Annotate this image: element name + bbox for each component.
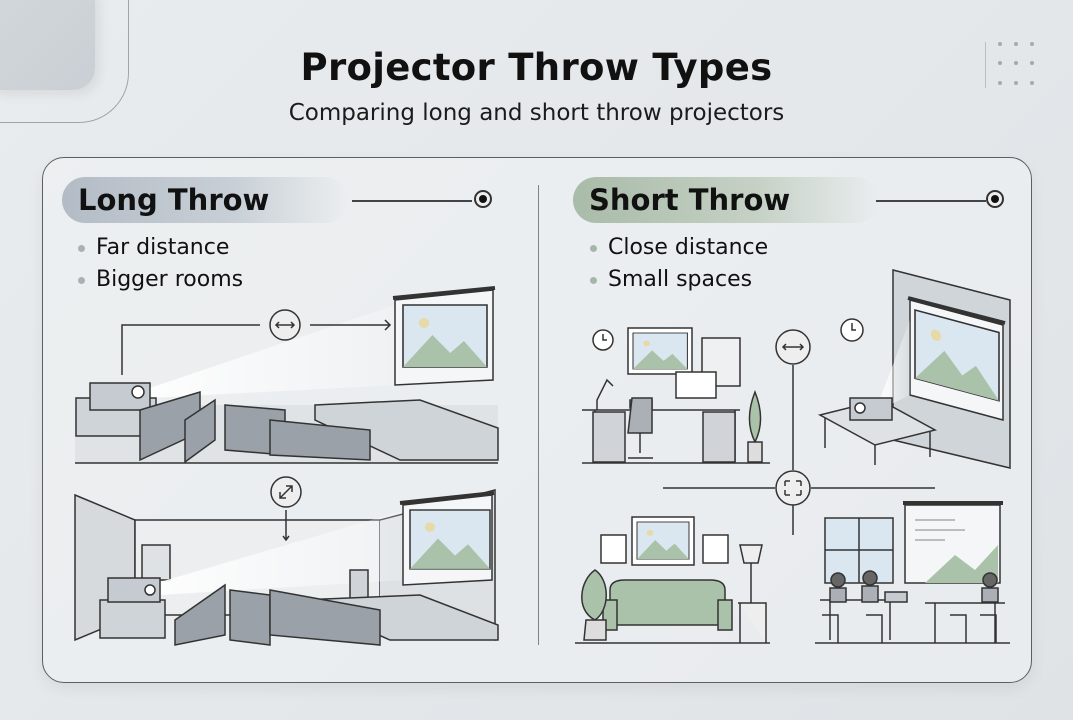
classroom-scene — [815, 501, 1010, 644]
home-office-scene — [582, 327, 770, 464]
bullet-item: Small spaces — [588, 264, 768, 296]
center-divider — [538, 185, 539, 645]
decorative-arc — [0, 0, 129, 123]
bullet-item: Close distance — [588, 232, 768, 264]
short-throw-heading: Short Throw — [573, 177, 879, 223]
lecture-hall-projector-scene — [75, 286, 499, 464]
connector-dot-icon — [986, 190, 1004, 208]
page-subtitle: Comparing long and short throw projector… — [288, 100, 785, 126]
expand-icon — [775, 470, 811, 506]
short-throw-bullets: Close distance Small spaces — [588, 232, 768, 296]
page-title: Projector Throw Types — [300, 46, 773, 89]
decorative-dots — [998, 42, 1038, 90]
connector-line — [876, 200, 986, 202]
short-throw-table-projector-scene — [817, 269, 1011, 469]
bullet-item: Far distance — [76, 232, 243, 264]
decorative-line — [985, 42, 986, 88]
bullet-item: Bigger rooms — [76, 264, 243, 296]
living-room-scene — [575, 516, 770, 644]
connector-line — [352, 200, 472, 202]
long-throw-bullets: Far distance Bigger rooms — [76, 232, 243, 296]
auditorium-projector-scene — [74, 476, 499, 646]
long-throw-heading: Long Throw — [62, 177, 348, 223]
connector-dot-icon — [474, 190, 492, 208]
